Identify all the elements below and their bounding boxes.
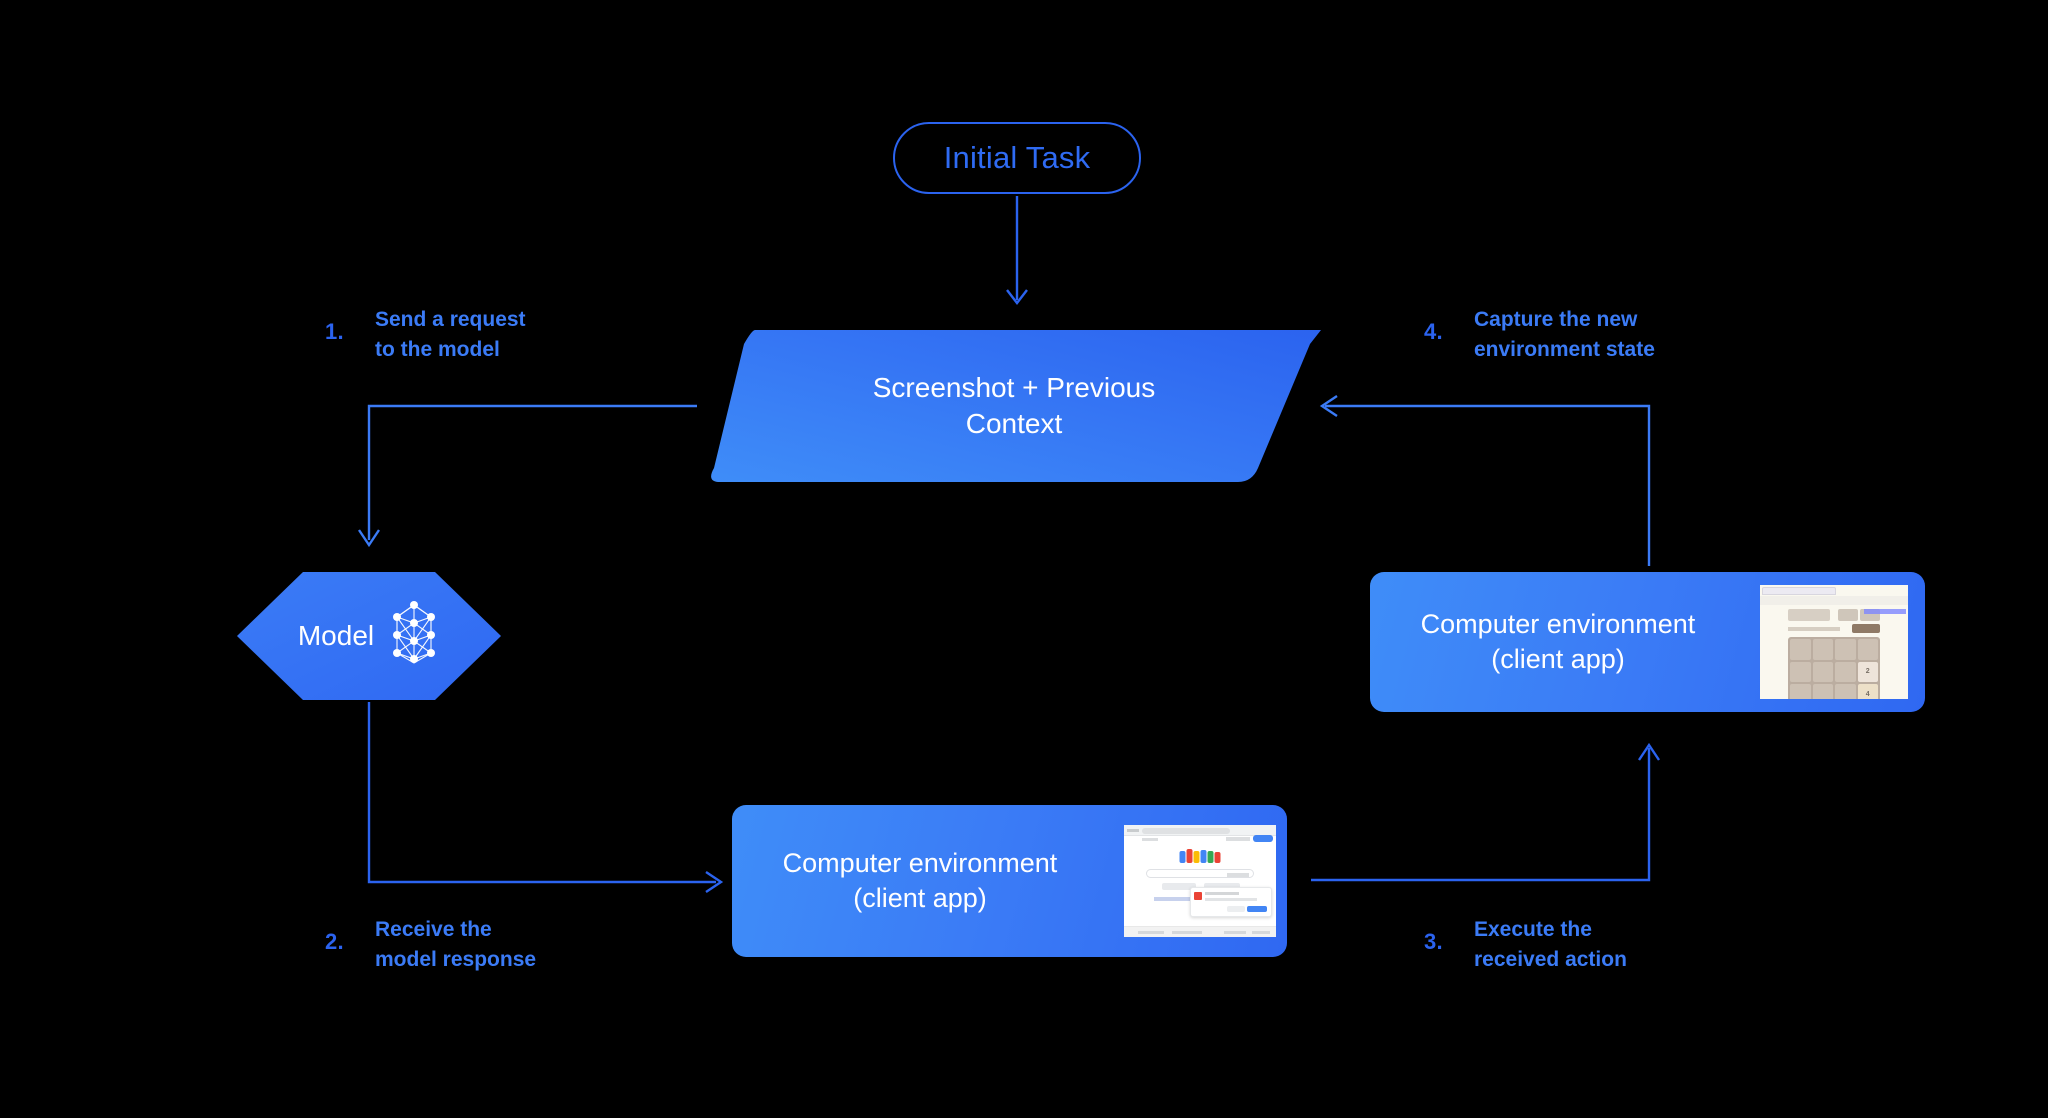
step-3-label: 3. Execute the received action	[1424, 915, 1627, 975]
env-bottom-label-line1: Computer environment	[782, 847, 1058, 878]
computer-environment-bottom-node[interactable]: Computer environment (client app)	[732, 805, 1287, 957]
arrow-task-to-context	[1006, 196, 1028, 305]
google-logo	[1179, 849, 1221, 863]
step-2-text: Receive the model response	[375, 918, 537, 971]
initial-task-label: Initial Task	[943, 140, 1091, 175]
cell	[1835, 661, 1856, 682]
cell	[1812, 684, 1833, 699]
context-label-line2: Context	[965, 408, 1063, 439]
step-4-label: 4. Capture the new environment state	[1424, 305, 1655, 365]
step-4-text: Capture the new environment state	[1474, 308, 1655, 361]
env-right-label-line1: Computer environment	[1420, 608, 1696, 639]
env-bottom-label-line2: (client app)	[853, 883, 987, 913]
instructions-text	[1788, 627, 1840, 631]
tile: 2	[1857, 661, 1878, 682]
browser-chrome	[1760, 596, 1908, 605]
context-node[interactable]: Screenshot + Previous Context	[707, 330, 1321, 482]
step-1-text: Send a request to the model	[375, 308, 526, 361]
context-label-line1: Screenshot + Previous	[872, 372, 1156, 404]
initial-task-node[interactable]: Initial Task	[893, 122, 1141, 194]
cell	[1790, 684, 1811, 699]
feeling-lucky-button[interactable]	[1204, 883, 1240, 890]
cell	[1835, 639, 1856, 660]
popup-dialog[interactable]	[1190, 887, 1272, 917]
footer-links	[1788, 691, 1880, 696]
step-2-number: 2.	[325, 929, 344, 954]
cell	[1812, 661, 1833, 682]
cell	[1812, 639, 1833, 660]
browser-tab	[1762, 587, 1836, 595]
computer-environment-right-node[interactable]: Computer environment (client app)	[1370, 572, 1925, 712]
dialog-cancel-button[interactable]	[1227, 906, 1245, 912]
game-2048-screenshot-thumbnail: 2 4 4 16	[1760, 585, 1908, 699]
step-3-number: 3.	[1424, 929, 1443, 954]
sign-in-button[interactable]	[1253, 835, 1273, 842]
model-node[interactable]: Model	[237, 572, 501, 700]
dialog-icon	[1194, 892, 1202, 900]
dialog-body	[1205, 898, 1257, 901]
search-input[interactable]	[1146, 869, 1254, 878]
cell	[1857, 639, 1878, 660]
new-game-button[interactable]	[1852, 624, 1880, 633]
model-label: Model	[297, 620, 375, 651]
step-3-text: Execute the received action	[1474, 918, 1627, 971]
cell	[1790, 639, 1811, 660]
page-footer	[1124, 926, 1276, 937]
dialog-title	[1205, 892, 1239, 895]
game-board: 2 4 4 16	[1788, 637, 1880, 699]
step-2-label: 2. Receive the model response	[325, 915, 536, 975]
env-right-label-line2: (client app)	[1491, 644, 1625, 674]
google-search-button[interactable]	[1162, 883, 1196, 890]
neural-network-icon	[388, 597, 440, 676]
arrow-1-context-to-model	[358, 404, 697, 548]
bookmark-bar	[1142, 838, 1158, 841]
nav-buttons	[1127, 829, 1139, 832]
header-links	[1864, 609, 1906, 614]
step-4-number: 4.	[1424, 319, 1443, 344]
score-box	[1838, 609, 1858, 621]
dialog-confirm-button[interactable]	[1247, 906, 1267, 912]
tile: 4	[1857, 684, 1878, 699]
google-search-screenshot-thumbnail	[1124, 825, 1276, 937]
step-1-number: 1.	[325, 319, 344, 344]
step-1-label: 1. Send a request to the model	[325, 305, 526, 365]
cell	[1835, 684, 1856, 699]
arrow-3-env-to-env	[1311, 742, 1660, 882]
address-bar	[1142, 827, 1230, 834]
header-links	[1226, 837, 1250, 841]
arrow-4-env-to-context	[1319, 395, 1651, 566]
cell	[1790, 661, 1811, 682]
site-title-2048	[1788, 609, 1830, 621]
arrow-2-model-to-env	[367, 702, 724, 893]
